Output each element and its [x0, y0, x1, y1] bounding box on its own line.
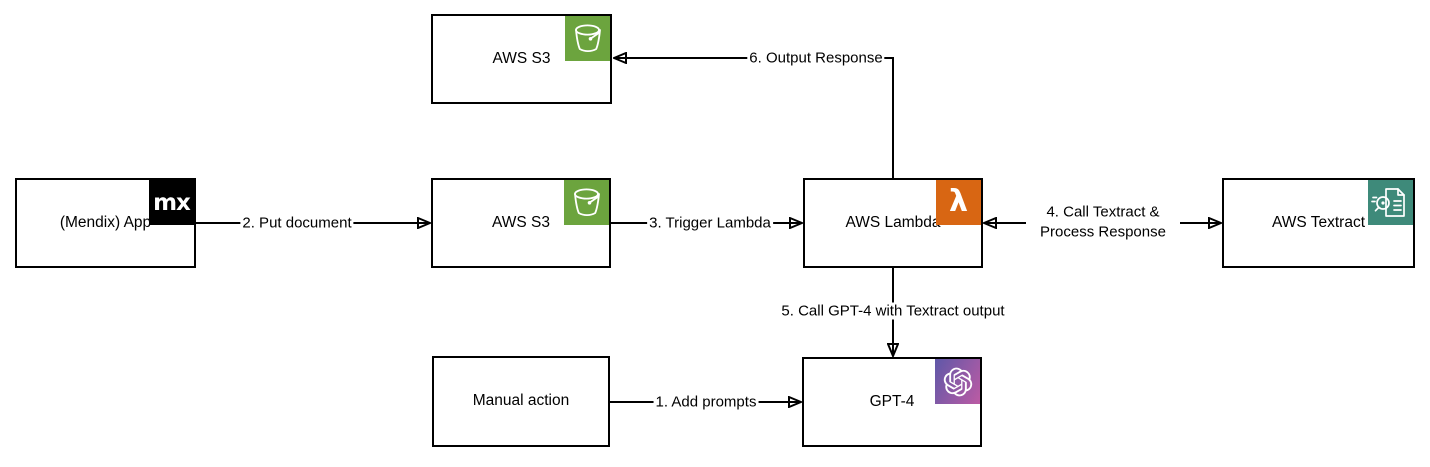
textract-icon — [1368, 180, 1413, 225]
node-label-aws-textract: AWS Textract — [1271, 213, 1366, 231]
lambda-icon: λ — [936, 180, 981, 225]
s3-bucket-icon — [565, 16, 610, 61]
node-aws-s3-output: AWS S3 — [431, 14, 612, 104]
edge-label-output-response: 6. Output Response — [747, 49, 885, 67]
edge-label-put-document: 2. Put document — [240, 214, 354, 232]
mendix-icon: mx — [149, 180, 194, 225]
openai-icon — [935, 359, 980, 404]
node-aws-textract: AWS Textract — [1222, 178, 1415, 268]
node-label-manual-action: Manual action — [472, 392, 570, 410]
edge-label-call-gpt4: 5. Call GPT-4 with Textract output — [779, 302, 1007, 320]
node-aws-lambda: AWS Lambda λ — [803, 178, 983, 268]
edge-label-add-prompts: 1. Add prompts — [653, 393, 759, 411]
node-manual-action: Manual action — [432, 356, 610, 447]
node-label-gpt-4: GPT-4 — [869, 392, 915, 410]
node-label-aws-lambda: AWS Lambda — [845, 213, 941, 231]
node-label-aws-s3-output: AWS S3 — [492, 49, 551, 67]
edge-label-trigger-lambda: 3. Trigger Lambda — [647, 214, 773, 232]
node-gpt-4: GPT-4 — [802, 357, 982, 447]
node-label-aws-s3-input: AWS S3 — [492, 213, 550, 231]
edge-label-call-textract: 4. Call Textract & Process Response — [1026, 202, 1180, 242]
node-label-mendix-app: (Mendix) App — [59, 213, 152, 231]
node-mendix-app: (Mendix) App mx — [15, 178, 196, 268]
node-aws-s3-input: AWS S3 — [431, 178, 611, 268]
connector-output-response — [615, 58, 894, 178]
s3-bucket-icon — [564, 180, 609, 225]
